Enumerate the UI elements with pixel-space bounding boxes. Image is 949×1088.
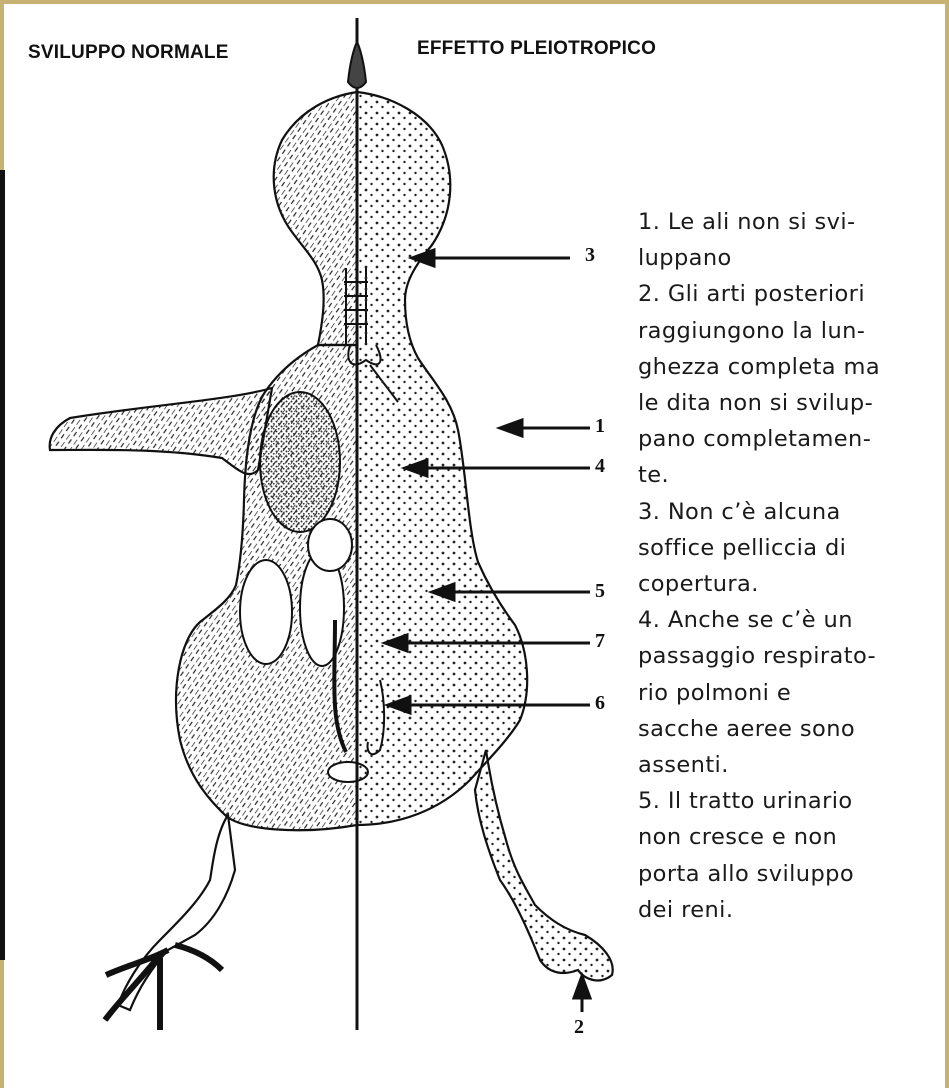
note-line: 1. Le ali non si svi- [638, 204, 938, 240]
label-1: 1 [595, 415, 605, 438]
note-line: 5. Il tratto urinario [638, 783, 938, 819]
label-4: 4 [595, 455, 605, 478]
note-line: porta allo sviluppo [638, 856, 938, 892]
lung-shape [260, 392, 340, 532]
air-sac-shape [240, 560, 292, 664]
note-line: non cresce e non [638, 819, 938, 855]
pleiotropic-half [357, 92, 613, 980]
note-line: dei reni. [638, 892, 938, 928]
note-line: assenti. [638, 747, 938, 783]
note-line: passaggio respirato- [638, 638, 938, 674]
note-line: te. [638, 457, 938, 493]
label-2: 2 [574, 1016, 584, 1039]
note-line: luppano [638, 240, 938, 276]
beak-shape [348, 42, 366, 88]
label-3: 3 [585, 244, 595, 267]
note-line: rio polmoni e [638, 675, 938, 711]
note-line: 2. Gli arti posteriori [638, 276, 938, 312]
note-line: copertura. [638, 566, 938, 602]
notes-text-block: 1. Le ali non si svi- luppano 2. Gli art… [638, 204, 938, 928]
label-5: 5 [595, 580, 605, 603]
note-line: raggiungono la lun- [638, 313, 938, 349]
note-line: sacche aeree sono [638, 711, 938, 747]
note-line: pano completamen- [638, 421, 938, 457]
note-line: 3. Non c’è alcuna [638, 494, 938, 530]
note-line: le dita non si svilup- [638, 385, 938, 421]
label-7: 7 [595, 630, 605, 653]
label-6: 6 [595, 692, 605, 715]
note-line: ghezza completa ma [638, 349, 938, 385]
note-line: 4. Anche se c’è un [638, 602, 938, 638]
note-line: soffice pelliccia di [638, 530, 938, 566]
